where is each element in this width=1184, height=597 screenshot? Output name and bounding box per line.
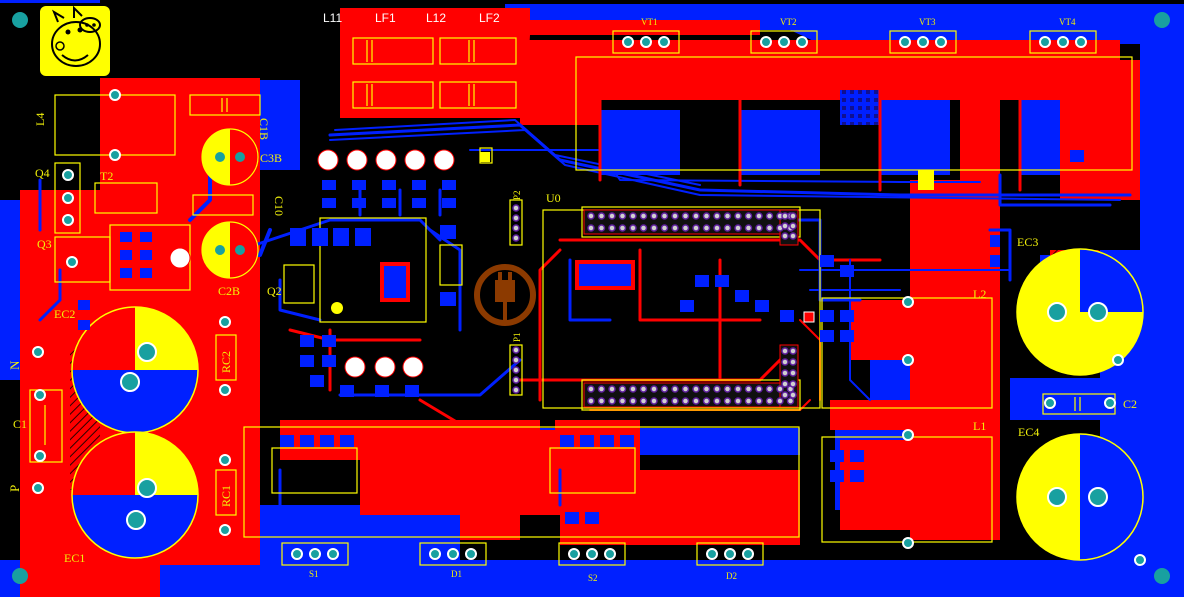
label-lf2: LF2 <box>479 11 500 25</box>
mounting-holes <box>12 12 1170 584</box>
label-vt2: VT2 <box>780 17 797 27</box>
label-l1: L1 <box>973 419 987 433</box>
label-q3: Q3 <box>37 237 52 251</box>
small-components-row-top <box>169 149 455 378</box>
label-p2: P2 <box>512 190 522 200</box>
pin-header-bottom[interactable] <box>583 382 799 408</box>
smd-pads <box>78 110 1084 524</box>
label-vt3: VT3 <box>919 17 936 27</box>
header-pins <box>512 204 797 405</box>
capacitor-ec4[interactable] <box>1016 433 1144 561</box>
label-c2: C2 <box>1123 397 1138 411</box>
capacitor-ec2[interactable] <box>71 306 199 434</box>
label-d2: D2 <box>726 571 737 581</box>
mounting-hole-bottom-left <box>12 568 28 584</box>
capacitor-ec1[interactable] <box>71 431 199 559</box>
label-c1: C1 <box>13 417 28 431</box>
label-d1: D1 <box>451 569 462 579</box>
label-ec4: EC4 <box>1018 425 1040 439</box>
capacitor-c2b[interactable] <box>201 221 259 279</box>
label-c2b: C2B <box>218 284 241 298</box>
label-t2: T2 <box>100 169 114 183</box>
mounting-hole-bottom-right <box>1154 568 1170 584</box>
pig-face-icon <box>40 5 110 76</box>
capacitor-c3b[interactable] <box>201 128 259 186</box>
mounting-hole-top-right <box>1154 12 1170 28</box>
through-hole-pads <box>32 36 1146 566</box>
label-ec1: EC1 <box>64 551 86 565</box>
pin-header-top[interactable] <box>583 209 799 235</box>
label-l11: L11 <box>323 11 343 25</box>
label-l2: L2 <box>973 287 987 301</box>
label-s1: S1 <box>309 569 319 579</box>
label-n: N <box>7 360 22 370</box>
label-c3b: C3B <box>260 151 283 165</box>
silkscreen-layer <box>29 30 1133 566</box>
label-c10: C10 <box>272 196 286 217</box>
label-l12: L12 <box>426 11 447 25</box>
label-p: P <box>7 484 22 492</box>
label-u0: U0 <box>546 191 561 205</box>
label-vt1: VT1 <box>641 17 658 27</box>
power-plug-icon <box>474 264 536 326</box>
label-c1b: C1B <box>257 118 271 141</box>
label-q4: Q4 <box>35 166 50 180</box>
label-p1: P1 <box>512 332 522 342</box>
label-rc2: RC2 <box>219 350 233 373</box>
label-vt4: VT4 <box>1059 17 1076 27</box>
label-ec3: EC3 <box>1017 235 1039 249</box>
label-q2: Q2 <box>267 284 282 298</box>
mounting-hole-top-left <box>12 12 28 28</box>
label-lf1: LF1 <box>375 11 396 25</box>
label-ec2: EC2 <box>54 307 76 321</box>
label-rc1: RC1 <box>219 484 233 507</box>
pin-header-right[interactable] <box>779 209 799 408</box>
markers <box>331 152 934 323</box>
label-l4: L4 <box>33 112 47 126</box>
capacitor-ec3[interactable] <box>1016 248 1144 376</box>
label-s2: S2 <box>588 573 598 583</box>
